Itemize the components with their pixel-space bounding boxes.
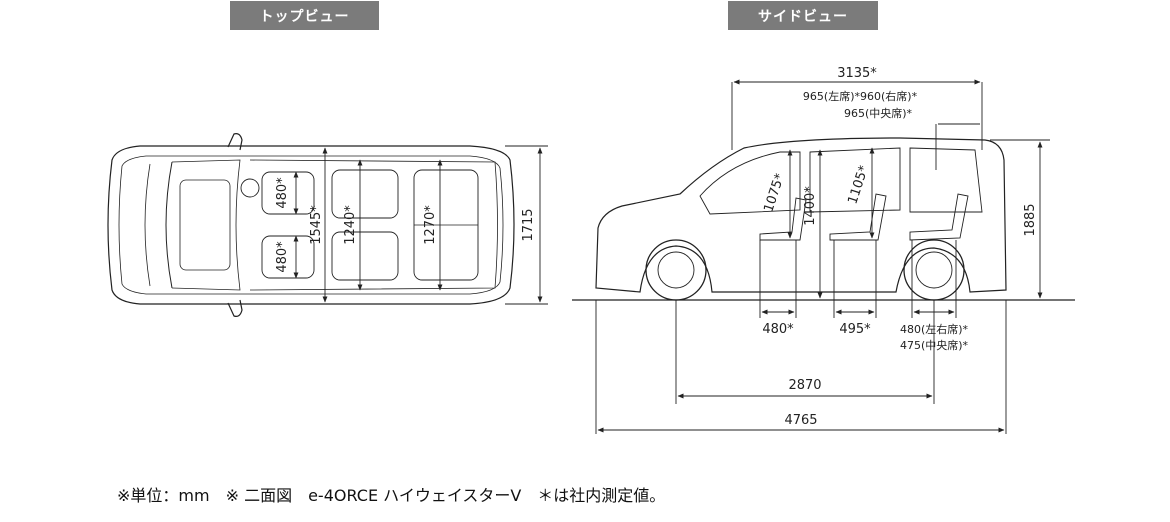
top-cabin-1545-label: 1545* [309, 205, 324, 245]
top-cabin-1240-label: 1240* [343, 205, 358, 245]
side-third-row-lr-label: 965(左席)*960(右席)* [803, 89, 918, 103]
side-wheelbase-label: 2870 [788, 378, 821, 393]
side-third-475-label: 475(中央席)* [900, 338, 969, 352]
top-width-label: 1715 [521, 208, 536, 241]
tab-top-view[interactable]: トップビュー [230, 1, 379, 30]
side-interior-length-label: 3135* [837, 66, 877, 81]
side-seat-495-label: 495* [839, 322, 871, 337]
side-overall-length-label: 4765 [784, 413, 817, 428]
side-height-label: 1885 [1023, 203, 1038, 236]
side-third-row-center-label: 965(中央席)* [844, 106, 913, 120]
footer-note: ※単位：mm ※ 二面図 e-4ORCE ハイウェイスターV ＊は社内測定値。 [117, 486, 666, 505]
side-height-1400-label: 1400* [803, 186, 818, 226]
side-view-dimension-lines [595, 79, 1050, 434]
side-third-480-label: 480(左右席)* [900, 322, 969, 336]
tab-side-view[interactable]: サイドビュー [728, 1, 878, 30]
side-head-1105-label: 1105* [845, 163, 872, 206]
side-view-car [595, 137, 1007, 301]
top-view-dimension-lines [293, 145, 548, 305]
top-seat-480-upper-label: 480* [275, 177, 290, 209]
top-view-car [107, 133, 515, 317]
side-seat-480-label: 480* [762, 322, 794, 337]
top-cabin-1270-label: 1270* [423, 205, 438, 245]
top-seat-480-lower-label: 480* [275, 241, 290, 273]
side-head-1075-label: 1075* [761, 171, 788, 214]
